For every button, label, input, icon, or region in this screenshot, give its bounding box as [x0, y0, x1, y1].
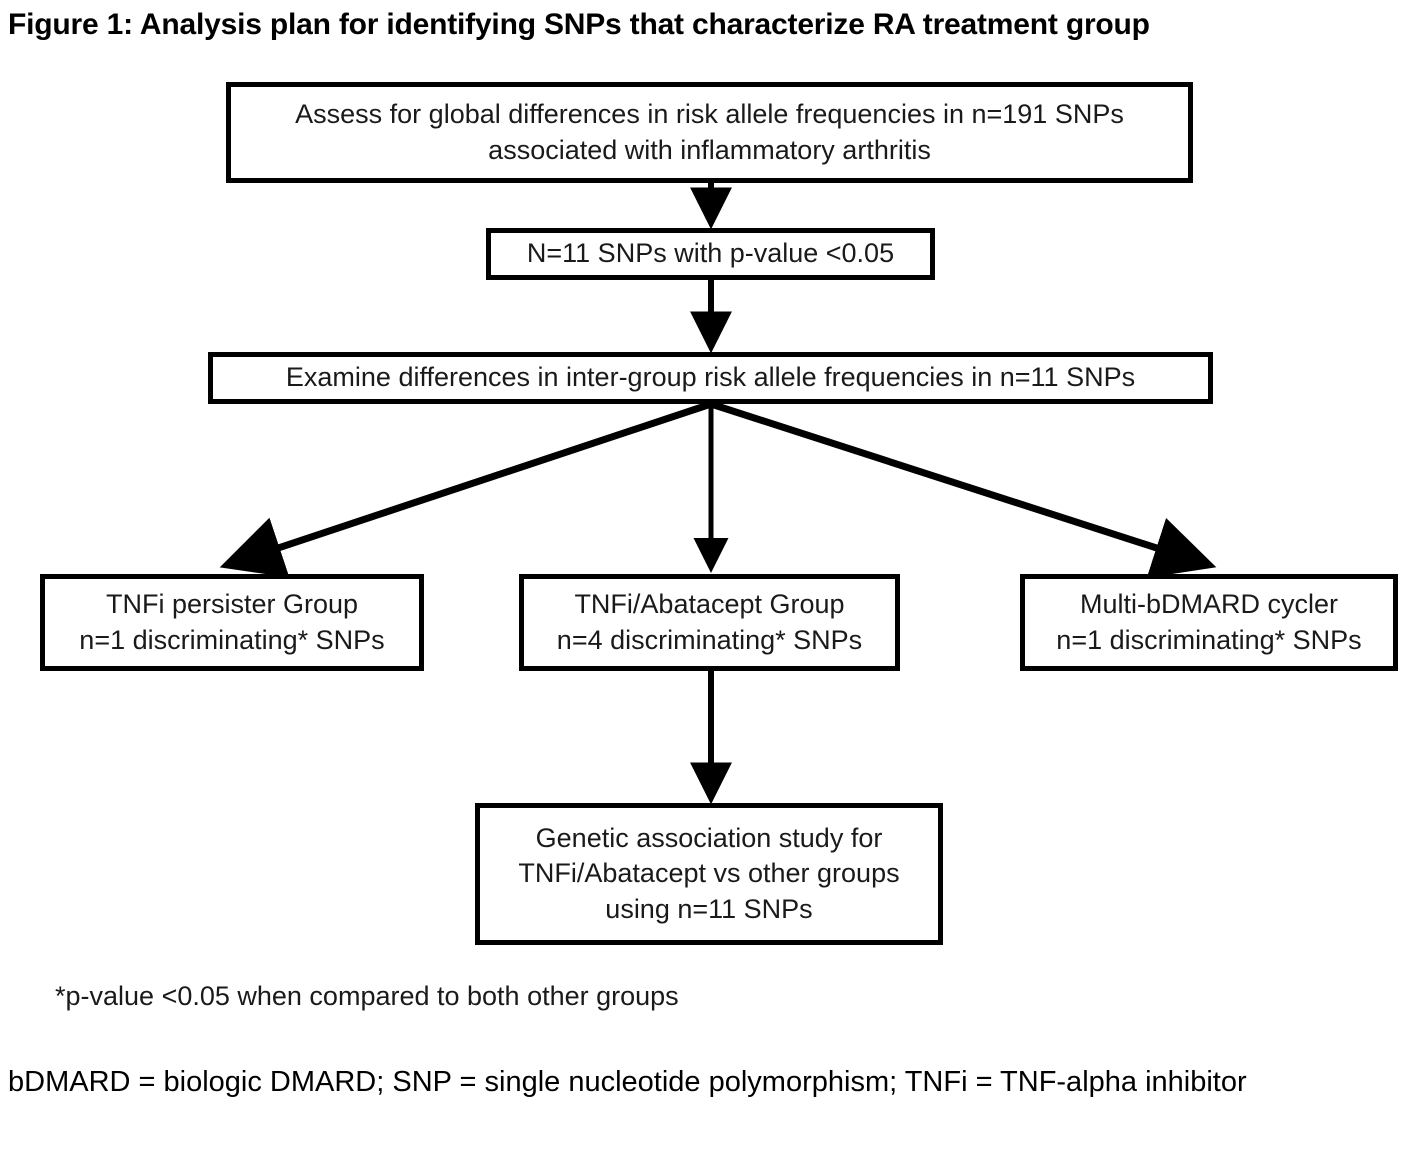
node-examine-intergroup-differences: Examine differences in inter-group risk …: [208, 352, 1213, 404]
node-global-line1: Assess for global differences in risk al…: [295, 99, 1124, 130]
node-n11-snps-pvalue: N=11 SNPs with p-value <0.05: [486, 228, 935, 280]
figure-title: Figure 1: Analysis plan for identifying …: [8, 8, 1150, 41]
node-tnfi-persister-line2: n=1 discriminating* SNPs: [79, 624, 385, 655]
node-assess-global-differences: Assess for global differences in risk al…: [226, 82, 1193, 183]
node-genetic-line2: TNFi/Abatacept vs other groups: [518, 858, 900, 889]
node-genetic-association-study: Genetic association study for TNFi/Abata…: [475, 803, 943, 945]
node-nsnps-line1: N=11 SNPs with p-value <0.05: [526, 238, 895, 269]
footnote-star-note: *p-value <0.05 when compared to both oth…: [55, 981, 679, 1011]
abbreviations-legend: bDMARD = biologic DMARD; SNP = single nu…: [8, 1066, 1247, 1098]
node-cycler-line1: Multi-bDMARD cycler: [1079, 589, 1339, 620]
node-genetic-line1: Genetic association study for: [535, 823, 883, 854]
node-tnfi-abatacept-group: TNFi/Abatacept Group n=4 discriminating*…: [519, 574, 900, 671]
node-tnfi-abatacept-line1: TNFi/Abatacept Group: [574, 589, 845, 620]
node-genetic-line3: using n=11 SNPs: [605, 893, 813, 924]
node-examine-line1: Examine differences in inter-group risk …: [285, 362, 1136, 393]
node-global-line2: associated with inflammatory arthritis: [488, 134, 931, 165]
node-cycler-line2: n=1 discriminating* SNPs: [1056, 624, 1362, 655]
edge-examine-to-multi-bdmard-cycler: [709, 400, 1217, 578]
node-tnfi-persister-line1: TNFi persister Group: [105, 589, 359, 620]
node-multi-bdmard-cycler: Multi-bDMARD cycler n=1 discriminating* …: [1020, 574, 1398, 671]
node-tnfi-persister-group: TNFi persister Group n=1 discriminating*…: [40, 574, 424, 671]
node-tnfi-abatacept-line2: n=4 discriminating* SNPs: [556, 624, 863, 655]
edge-examine-to-tnfi-persister: [219, 400, 713, 578]
